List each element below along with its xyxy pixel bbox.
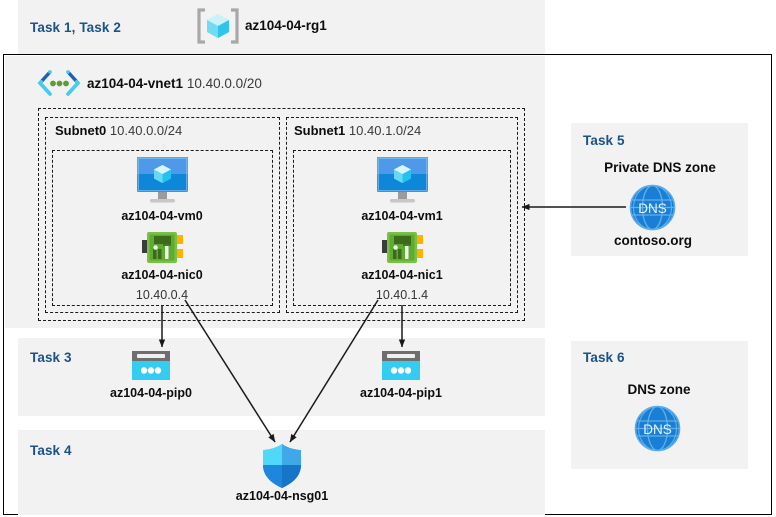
private-dns-zone-title: Private DNS zone	[604, 160, 716, 175]
virtual-network-band	[5, 56, 545, 328]
public-ip-address-icon	[381, 350, 421, 382]
virtual-machine-icon	[136, 156, 189, 206]
virtual-network-icon	[36, 69, 82, 99]
task-label-5: Task 5	[583, 133, 625, 148]
nic-0-ip: 10.40.0.4	[135, 288, 189, 302]
resource-group-header-band	[18, 0, 545, 54]
subnet-1-cidr: 10.40.1.0/24	[348, 123, 422, 138]
nic-1-ip: 10.40.1.4	[375, 288, 429, 302]
task3-band	[18, 338, 545, 416]
resource-group-name: az104-04-rg1	[245, 18, 327, 33]
network-interface-icon	[141, 229, 184, 267]
vnet-address-space: 10.40.0.0/20	[186, 76, 262, 91]
subnet-0-name: Subnet0	[55, 123, 107, 138]
task-label-3: Task 3	[30, 350, 72, 365]
nsg-label: az104-04-nsg01	[235, 489, 329, 503]
nic-0-label: az104-04-nic0	[121, 268, 203, 282]
subnets-container	[38, 108, 525, 321]
pip-1-label: az104-04-pip1	[360, 386, 442, 400]
network-security-group-icon	[260, 443, 304, 489]
subnet-0-cidr: 10.40.0.0/24	[109, 123, 183, 138]
dns-icon-text: DNS	[643, 422, 672, 437]
vm-1-label: az104-04-vm1	[361, 209, 443, 223]
resource-group-icon	[197, 7, 239, 45]
dns-zone-title: DNS zone	[627, 382, 691, 397]
dns-zone-icon: DNS	[634, 405, 681, 452]
dns-icon-text: DNS	[638, 201, 667, 216]
private-dns-zone-name: contoso.org	[614, 233, 692, 248]
public-ip-address-icon	[131, 350, 171, 382]
subnet-1-name: Subnet1	[294, 123, 346, 138]
nic-1-label: az104-04-nic1	[361, 268, 443, 282]
dns-zone-icon: DNS	[629, 184, 676, 231]
virtual-machine-icon	[376, 156, 429, 206]
task-label-6: Task 6	[583, 350, 625, 365]
task-label-4: Task 4	[30, 443, 72, 458]
network-interface-icon	[381, 229, 424, 267]
vnet-name: az104-04-vnet1	[87, 76, 184, 91]
task-label-1-2: Task 1, Task 2	[30, 20, 121, 35]
vm-0-label: az104-04-vm0	[121, 209, 203, 223]
pip-0-label: az104-04-pip0	[110, 386, 192, 400]
